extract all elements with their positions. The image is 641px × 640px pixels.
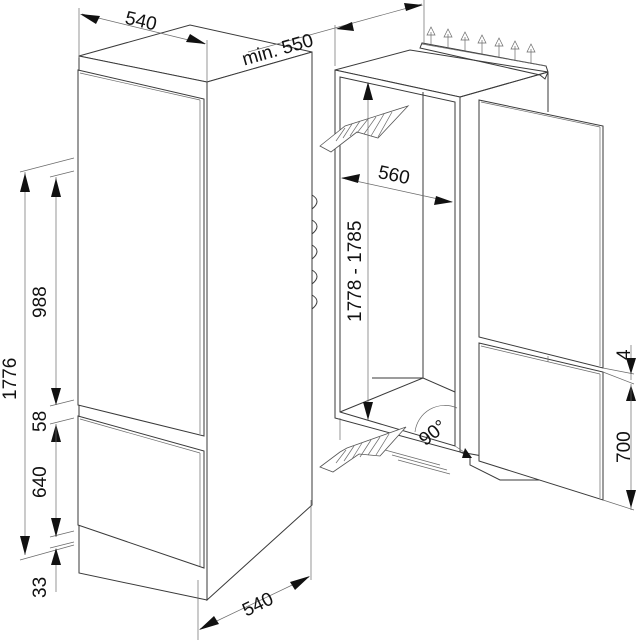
label-upper-door: 988: [30, 286, 51, 318]
dim-upper-door: 988: [30, 170, 75, 405]
lower-door: [77, 415, 205, 569]
airflow-up-arrows: [426, 26, 536, 64]
bottom-vent-slots: [384, 449, 451, 475]
label-lower-door: 640: [30, 466, 51, 498]
furniture-upper-door: [478, 99, 604, 369]
label-niche-height: 1778 - 1785: [345, 221, 366, 322]
label-furniture-lower-door: 700: [614, 431, 635, 463]
dim-niche-height: 1778 - 1785: [345, 82, 373, 420]
upper-door: [77, 69, 205, 437]
label-total-height: 1776: [0, 358, 21, 400]
furniture-doors: [478, 99, 604, 501]
label-top-width: 540: [123, 8, 159, 36]
appliance-body: [77, 24, 318, 602]
top-vent-grille: [419, 42, 549, 80]
dim-total-height: 1776: [0, 157, 75, 561]
dim-lower-door: 640: [30, 424, 75, 538]
label-door-gap: 58: [30, 411, 51, 432]
hinge-loops: [311, 194, 318, 310]
dim-door-gap: 58: [30, 388, 75, 442]
furniture-lower-door: [478, 342, 604, 501]
niche-cabinet: [334, 26, 561, 481]
label-plinth: 33: [30, 577, 51, 598]
dim-plinth: 33: [30, 541, 75, 598]
appliance-side: [206, 51, 313, 602]
airflow-inlet-arrow-lower: [319, 426, 407, 473]
airflow-inlet-arrow-upper: [319, 105, 410, 153]
label-bottom-depth: 540: [239, 589, 277, 622]
dim-furniture-lower-door: 700: [602, 384, 636, 511]
label-furniture-gap: 4: [614, 349, 635, 360]
plinth-marker-arrow: [462, 448, 472, 458]
